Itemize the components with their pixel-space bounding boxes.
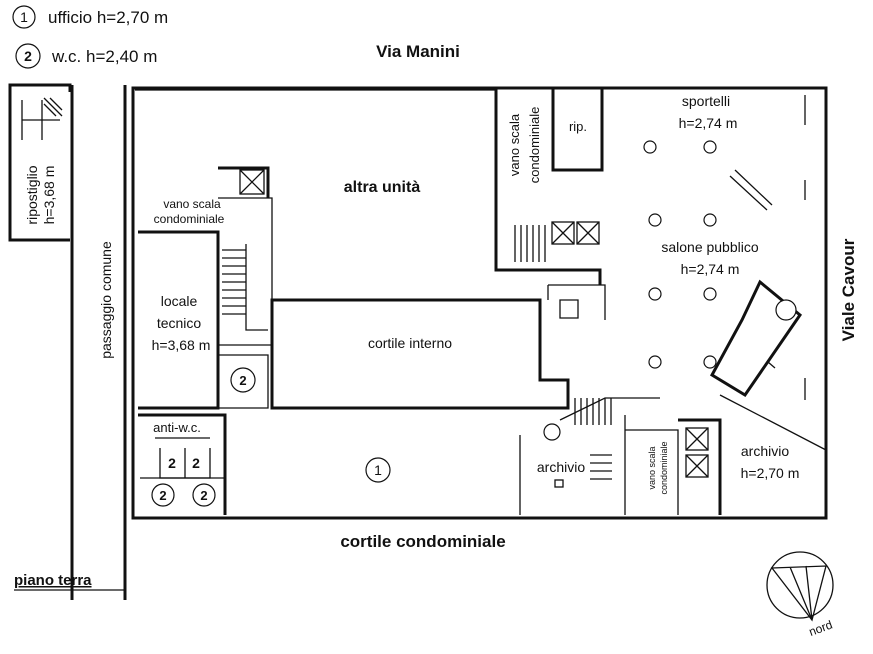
archivio-right-label: archivio (741, 443, 789, 459)
legend-marker-2-num: 2 (24, 48, 32, 64)
ripostiglio-height: h=3,68 m (41, 166, 57, 225)
passaggio-comune-label: passaggio comune (98, 241, 114, 359)
sportelli-height: h=2,74 m (679, 115, 738, 131)
rip-label: rip. (569, 119, 587, 134)
ripostiglio-label: ripostiglio (24, 165, 40, 224)
wc-c-marker-num: 2 (159, 488, 166, 503)
wc-d-marker-num: 2 (200, 488, 207, 503)
wc-a-num: 2 (168, 455, 176, 471)
salone-pubblico-label: salone pubblico (661, 239, 759, 255)
wc-inner-marker-num: 2 (239, 373, 246, 388)
anti-wc-label: anti-w.c. (153, 420, 201, 435)
stair-top (514, 225, 546, 262)
wall-locale-tecnico (138, 230, 220, 410)
wall-vano-small (624, 415, 679, 515)
compass: nord (766, 551, 834, 639)
sportelli-label: sportelli (682, 93, 730, 109)
compass-label: nord (807, 618, 834, 639)
wc-c-marker (151, 483, 175, 507)
locale-tecnico-label-2: tecnico (157, 315, 202, 331)
salone-pubblico-height: h=2,74 m (681, 261, 740, 277)
wall-wc-inner (218, 354, 269, 409)
archivio-right-height: h=2,70 m (741, 465, 800, 481)
legend-item-ufficio: ufficio h=2,70 m (48, 8, 168, 27)
legend: 1 ufficio h=2,70 m 2 w.c. h=2,40 m (12, 5, 168, 69)
stair-bottom (559, 397, 660, 480)
ufficio-marker-num: 1 (374, 462, 382, 478)
vano-scala-top-label-2: condominiale (527, 107, 542, 184)
vano-scala-small-label-1: vano scala (647, 446, 657, 489)
wall-archivio-right (678, 418, 722, 515)
wall-rip (551, 88, 604, 172)
legend-item-wc: w.c. h=2,40 m (51, 47, 157, 66)
legend-marker-1 (12, 5, 36, 29)
street-viale-cavour: Viale Cavour (839, 238, 858, 341)
wall-vano-right (494, 88, 602, 285)
compass-needle-icon (770, 565, 827, 622)
wall-diagonal (719, 394, 827, 451)
vano-scala-small-label-2: condominiale (659, 441, 669, 494)
wc-b-num: 2 (192, 455, 200, 471)
pillar (559, 299, 579, 319)
street-cortile-condominiale: cortile condominiale (340, 532, 505, 551)
altra-unita-label: altra unità (344, 179, 421, 196)
elevators (239, 169, 709, 478)
building-outline (131, 86, 828, 520)
columns (543, 140, 717, 441)
floor-label: piano terra (14, 572, 92, 589)
locale-tecnico-height: h=3,68 m (152, 337, 211, 353)
entrance-desk (709, 169, 803, 398)
wall-cortile-corner (547, 284, 606, 320)
wall-wc-stalls (155, 437, 211, 479)
wall-anti-wc (138, 413, 227, 515)
cortile-interno-label: cortile interno (368, 335, 452, 351)
vano-scala-left-label-1: vano scala (163, 197, 221, 211)
wall-stair-left (218, 197, 273, 346)
wc-inner-marker (230, 367, 256, 393)
wall-stair-top (218, 166, 270, 198)
stair-left (222, 244, 268, 331)
locale-tecnico-label-1: locale (161, 293, 198, 309)
vano-scala-top-label-1: vano scala (507, 113, 522, 176)
ufficio-marker (365, 457, 391, 483)
ripostiglio-block: ripostiglio h=3,68 m (8, 83, 72, 242)
wall-cortile-interno (270, 298, 570, 410)
archivio-small-box (554, 479, 564, 488)
legend-marker-2 (15, 43, 41, 69)
street-via-manini: Via Manini (376, 42, 460, 61)
archivio-center-label: archivio (537, 459, 585, 475)
vano-scala-left-label-2: condominiale (154, 212, 225, 226)
legend-marker-1-num: 1 (20, 9, 28, 25)
compass-circle-icon (766, 551, 834, 619)
wc-d-marker (192, 483, 216, 507)
